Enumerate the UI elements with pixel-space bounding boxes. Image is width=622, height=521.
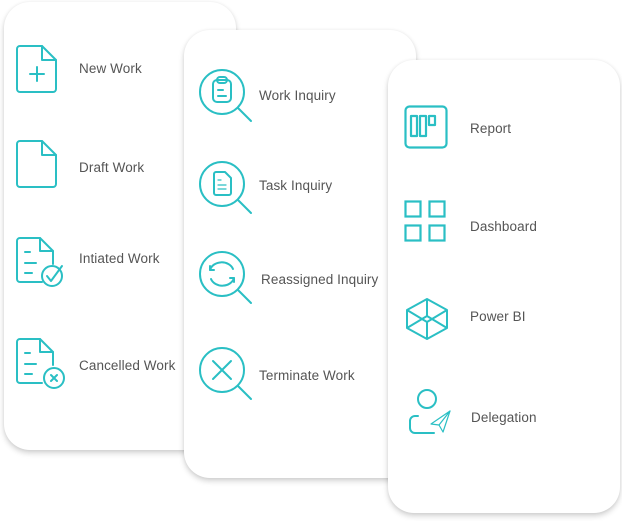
menu-item-label: Delegation bbox=[471, 410, 537, 425]
menu-item-label: Report bbox=[470, 121, 512, 136]
menu-item-initiated-work[interactable]: Intiated Work bbox=[4, 232, 236, 290]
menu-item-draft-work[interactable]: Draft Work bbox=[4, 136, 236, 192]
document-cancel-icon bbox=[16, 337, 66, 389]
menu-item-label: Reassigned Inquiry bbox=[261, 272, 379, 287]
menu-item-label: Power BI bbox=[470, 309, 526, 324]
refresh-search-icon bbox=[198, 250, 254, 306]
menu-item-label: Terminate Work bbox=[259, 368, 355, 383]
menu-item-work-inquiry[interactable]: Work Inquiry bbox=[184, 66, 416, 124]
menu-item-label: Intiated Work bbox=[79, 251, 160, 266]
menu-item-task-inquiry[interactable]: Task Inquiry bbox=[184, 158, 416, 216]
menu-item-delegation[interactable]: Delegation bbox=[388, 386, 620, 438]
menu-item-new-work[interactable]: New Work bbox=[4, 40, 236, 96]
inquiry-card: Work Inquiry Task Inquiry Reassigned Inq bbox=[184, 30, 416, 478]
analytics-card: Report Dashboard Power BI bbox=[388, 60, 620, 513]
menu-item-cancelled-work[interactable]: Cancelled Work bbox=[4, 334, 236, 392]
menu-item-label: Task Inquiry bbox=[259, 178, 333, 193]
menu-item-power-bi[interactable]: Power BI bbox=[388, 292, 620, 342]
document-plus-icon bbox=[16, 44, 58, 94]
cube-icon bbox=[404, 297, 450, 341]
menu-item-dashboard[interactable]: Dashboard bbox=[388, 198, 620, 246]
menu-item-label: Cancelled Work bbox=[79, 358, 176, 373]
menu-item-reassigned-inquiry[interactable]: Reassigned Inquiry bbox=[184, 248, 416, 306]
file-search-icon bbox=[198, 160, 254, 216]
document-icon bbox=[16, 139, 58, 189]
menu-item-label: Dashboard bbox=[470, 219, 537, 234]
menu-item-report[interactable]: Report bbox=[388, 102, 620, 152]
x-search-icon bbox=[198, 346, 254, 402]
kanban-board-icon bbox=[404, 105, 450, 151]
document-check-icon bbox=[16, 236, 66, 288]
menu-item-label: Work Inquiry bbox=[259, 88, 336, 103]
menu-item-label: Draft Work bbox=[79, 160, 145, 175]
menu-item-terminate-work[interactable]: Terminate Work bbox=[184, 344, 416, 402]
menu-item-label: New Work bbox=[79, 61, 142, 76]
clipboard-search-icon bbox=[198, 68, 254, 124]
user-send-icon bbox=[408, 388, 454, 434]
grid-icon bbox=[404, 200, 448, 244]
